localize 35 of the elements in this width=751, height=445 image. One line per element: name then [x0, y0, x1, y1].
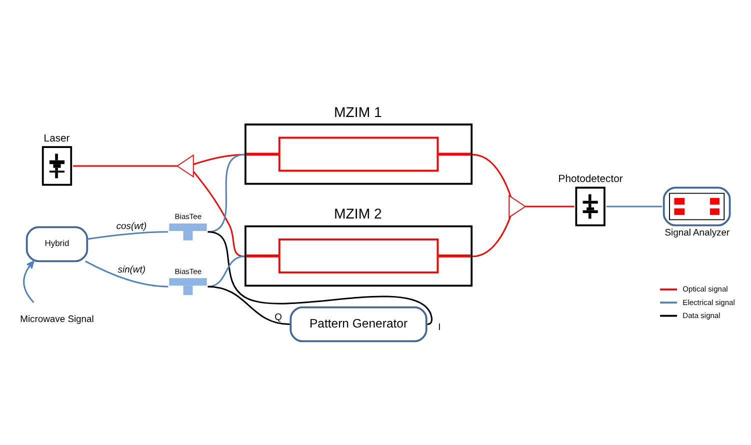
- connector: [73, 165, 177, 167]
- node-label: BiasTee: [174, 212, 202, 222]
- connector: [472, 154, 512, 197]
- node-triangle: [508, 194, 526, 218]
- node-label: Photodetector: [558, 174, 623, 185]
- connector: [208, 231, 432, 325]
- node-box: [575, 186, 606, 226]
- node-text: Microwave Signal: [20, 312, 94, 324]
- edge-label: I: [438, 321, 441, 332]
- node-label: BiasTee: [174, 266, 202, 276]
- legend-label: Optical signal: [682, 284, 728, 294]
- node-box: Pattern Generator: [290, 306, 428, 342]
- connector: [208, 154, 245, 233]
- node-triangle: [176, 154, 194, 178]
- edge-label: Q: [274, 310, 282, 322]
- connector: [85, 260, 168, 288]
- connector: [606, 206, 662, 208]
- node-box: Hybrid: [26, 226, 88, 262]
- connector: [472, 216, 512, 258]
- connector: [208, 256, 245, 288]
- connector: [525, 206, 574, 208]
- connector: [193, 171, 245, 258]
- node-label: MZIM 2: [334, 206, 382, 222]
- connector: [208, 286, 290, 326]
- node-label: Laser: [44, 133, 70, 144]
- node-box: [662, 186, 731, 226]
- node-label: MZIM 1: [334, 104, 382, 120]
- legend-label: Data signal: [682, 311, 720, 320]
- arrow: [23, 260, 34, 303]
- edge-label: sin(wt): [118, 263, 146, 274]
- edge-label: cos(wt): [116, 220, 147, 232]
- legend-label: Electrical signal: [682, 298, 735, 307]
- connector: [87, 231, 168, 240]
- node-label: Signal Analyzer: [664, 226, 730, 238]
- node-box: [42, 146, 72, 186]
